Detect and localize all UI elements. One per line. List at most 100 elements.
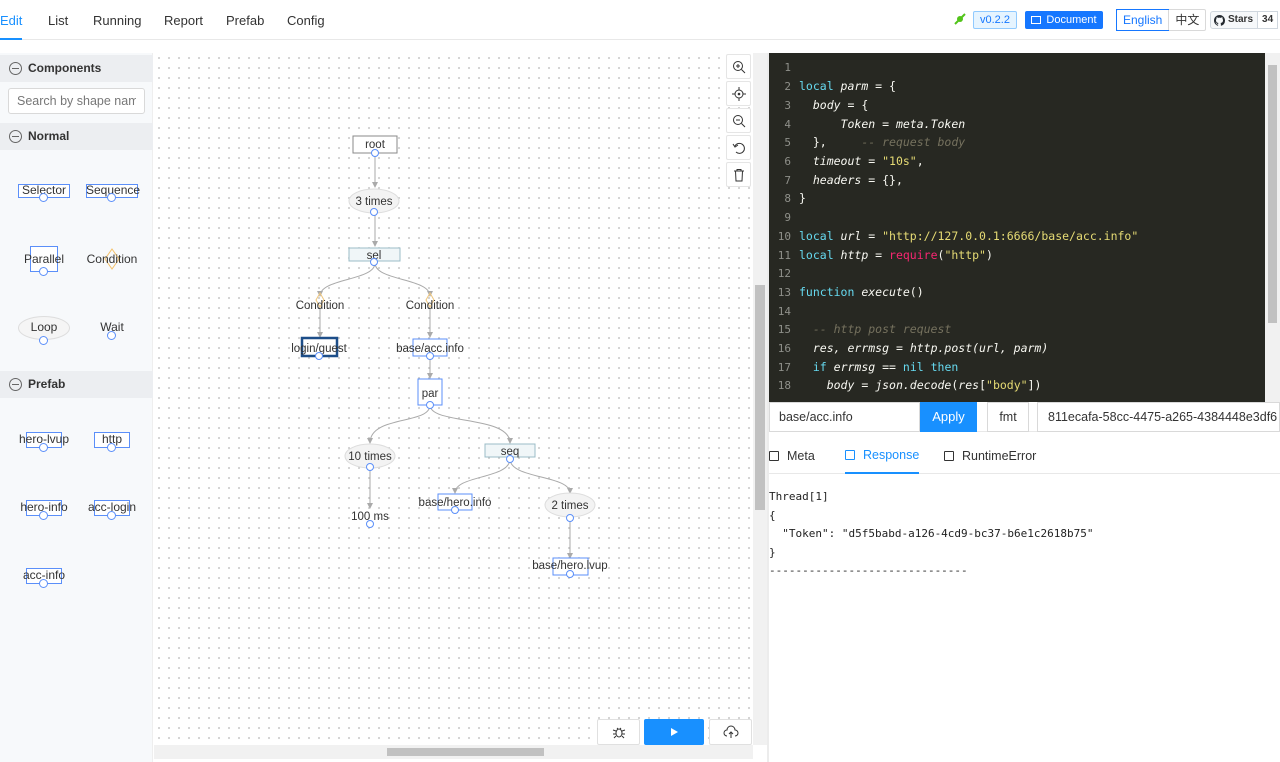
debug-button[interactable] (597, 719, 640, 745)
node-root[interactable]: root (352, 135, 398, 157)
condition-diamond-icon (104, 248, 120, 270)
prefab-acc-login[interactable]: acc-login (88, 500, 136, 520)
scrollbar-thumb[interactable] (387, 748, 544, 756)
output-tabs: Meta Response RuntimeError (769, 437, 1280, 474)
prefab-hero-info[interactable]: hero-info (20, 500, 68, 520)
lang-chinese-button[interactable]: 中文 (1168, 10, 1205, 30)
node-selector[interactable]: sel (348, 247, 401, 266)
script-path-input[interactable] (769, 402, 920, 432)
tab-running[interactable]: Running (93, 13, 142, 28)
code-token: (url, parm) (972, 341, 1049, 355)
meta-icon (769, 450, 779, 461)
tab-prefab[interactable]: Prefab (226, 13, 265, 28)
code-line: 4 Token = meta.Token (769, 115, 965, 133)
tree-diagram: root 3 times sel Condition C (291, 135, 608, 578)
shape-label: acc-login (87, 500, 137, 514)
tab-meta[interactable]: Meta (769, 437, 815, 474)
node-loop-3[interactable]: 3 times (348, 188, 400, 216)
line-number: 1 (784, 61, 791, 74)
upload-button[interactable] (709, 719, 752, 745)
shape-loop[interactable]: Loop (18, 316, 70, 345)
terminal-icon (845, 449, 855, 460)
shape-label: Condition (86, 252, 138, 266)
scrollbar-thumb[interactable] (1268, 65, 1277, 323)
components-header[interactable]: Components (0, 55, 153, 82)
node-sequence[interactable]: seq (484, 443, 536, 463)
pane-divider[interactable] (767, 53, 769, 762)
shape-parallel[interactable]: Parallel (18, 246, 70, 276)
shape-selector[interactable]: Selector (18, 183, 70, 202)
shape-port (107, 331, 116, 340)
run-button[interactable] (644, 719, 704, 745)
node-wait-100ms[interactable]: 100 ms (351, 511, 389, 528)
node-condition-1[interactable]: Condition (296, 291, 345, 312)
shape-label: Selector (21, 183, 67, 197)
tab-runtime-error[interactable]: RuntimeError (944, 437, 1036, 474)
github-stars-button[interactable]: Stars 34 (1210, 11, 1279, 29)
prefab-http[interactable]: http (94, 432, 130, 452)
tab-response[interactable]: Response (845, 437, 920, 474)
github-stars-count: 34 (1258, 11, 1279, 29)
lang-english-button[interactable]: English (1116, 9, 1170, 31)
node-acc-info[interactable]: base/acc.info (396, 338, 464, 360)
prefab-header[interactable]: Prefab (0, 371, 153, 398)
line-number: 14 (777, 305, 791, 318)
code-token: local (799, 229, 841, 243)
shape-wait[interactable]: Wait (86, 316, 138, 342)
node-hero-info[interactable]: base/hero.info (419, 493, 492, 514)
tab-config[interactable]: Config (287, 13, 325, 28)
shape-label: hero-lvup (18, 432, 70, 446)
tab-report[interactable]: Report (164, 13, 204, 28)
node-login-guest[interactable]: login/guest (291, 336, 348, 360)
document-button[interactable]: Document (1025, 11, 1103, 29)
prefab-hero-lvup[interactable]: hero-lvup (19, 432, 69, 452)
code-token: timeout (812, 154, 862, 168)
shape-sequence[interactable]: Sequence (86, 183, 140, 202)
node-condition-2[interactable]: Condition (406, 291, 455, 312)
code-token: headers (812, 173, 862, 187)
node-id-field[interactable]: 811ecafa-58cc-4475-a265-4384448e3df6 (1037, 402, 1280, 432)
node-label: 100 ms (351, 511, 389, 523)
prefab-title: Prefab (28, 377, 66, 391)
code-token: meta.Token (895, 117, 966, 131)
code-token: nil (902, 360, 924, 374)
tab-label: Meta (787, 448, 815, 463)
zoom-in-button[interactable] (726, 54, 751, 79)
fit-center-button[interactable] (726, 81, 751, 106)
shape-label: http (101, 432, 122, 446)
bug-icon (612, 727, 625, 739)
behavior-tree-canvas[interactable]: root 3 times sel Condition C (154, 53, 753, 745)
github-stars-label: Stars (1228, 14, 1254, 25)
scrollbar-thumb[interactable] (755, 285, 765, 510)
node-loop-10[interactable]: 10 times (344, 443, 396, 471)
apply-button[interactable]: Apply (920, 402, 977, 432)
line-number: 11 (777, 249, 791, 262)
shape-condition[interactable]: Condition (86, 246, 138, 274)
format-button[interactable]: fmt (987, 402, 1029, 432)
editor-scrollbar[interactable] (1265, 53, 1280, 402)
code-token: = { (840, 98, 869, 112)
document-icon (1031, 16, 1042, 24)
node-hero-lvup[interactable]: base/hero.lvup (532, 557, 608, 578)
canvas-horizontal-scrollbar[interactable] (154, 745, 753, 759)
canvas-vertical-scrollbar[interactable] (753, 53, 767, 745)
zoom-out-button[interactable] (726, 108, 751, 133)
shape-palette: Components Normal Selector Sequence Para… (0, 53, 153, 762)
shape-search-input[interactable] (8, 88, 145, 114)
tab-list[interactable]: List (48, 13, 69, 28)
code-string: "http" (944, 248, 986, 262)
tab-edit[interactable]: Edit (0, 0, 23, 40)
normal-header[interactable]: Normal (0, 123, 153, 150)
node-loop-2[interactable]: 2 times (544, 492, 596, 522)
delete-button[interactable] (726, 162, 751, 187)
code-line: 16 res, errmsg = http.post(url, parm) (769, 339, 1049, 357)
node-label: base/hero.lvup (532, 560, 607, 572)
node-label: root (365, 139, 386, 151)
undo-button[interactable] (726, 135, 751, 160)
prefab-acc-info[interactable]: acc-info (23, 568, 65, 588)
collapse-icon (9, 378, 22, 391)
line-number: 10 (777, 230, 791, 243)
code-token: = (875, 117, 896, 131)
node-parallel[interactable]: par (417, 378, 443, 409)
